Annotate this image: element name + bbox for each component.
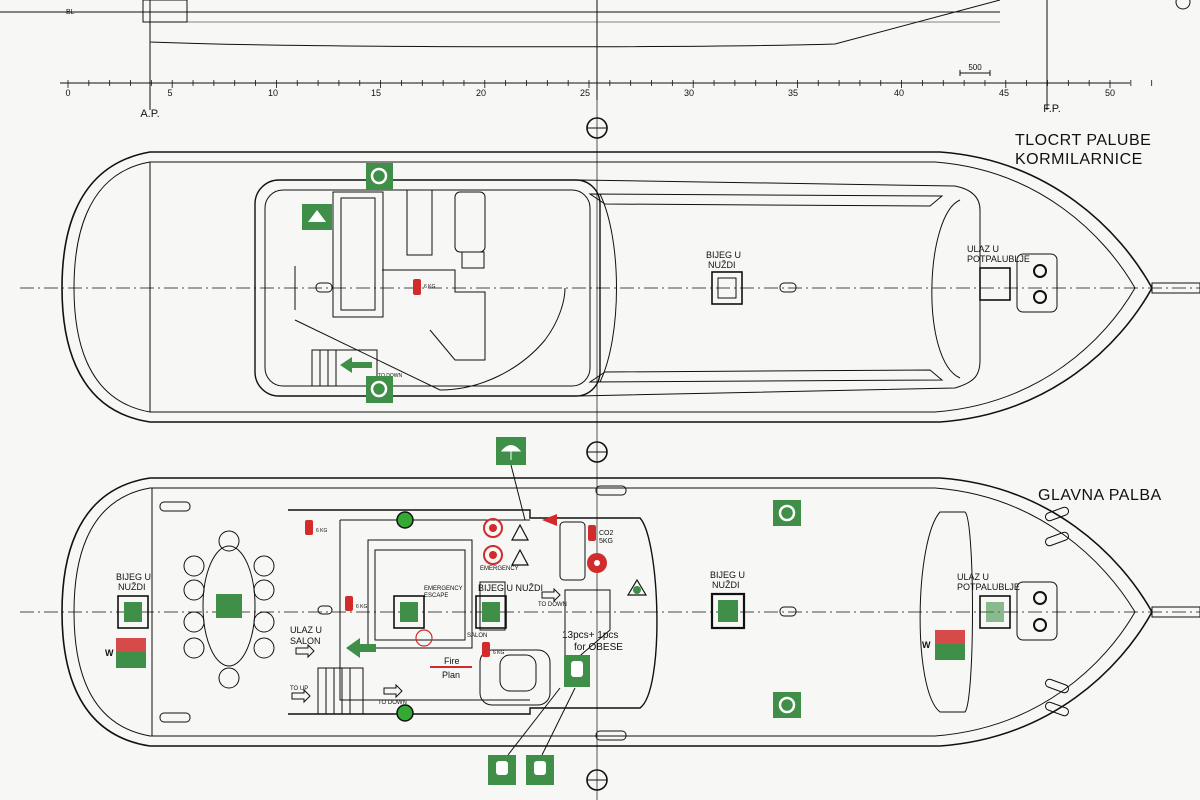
emergency-exit-sign-icon: W (105, 638, 146, 668)
wheelhouse-extinguisher-kg: 6 KG (424, 284, 436, 290)
fire-plan: Fire Plan (415, 629, 472, 680)
dim-label: 500 (968, 63, 982, 72)
wheelhouse-entry-label-line1: ULAZ U (967, 244, 999, 254)
lifejacket-sign-icon (564, 655, 590, 687)
ap-label: A.P. (140, 108, 159, 120)
main-deck-title: GLAVNA PALBA (1038, 487, 1162, 504)
lifebuoy-icon (396, 511, 414, 529)
bl-label: BL (66, 9, 75, 16)
assembly-point-icon (216, 594, 242, 618)
lifejacket-sign-icon (526, 755, 554, 785)
escape-fwd-label-line1: BIJEG U (710, 570, 745, 580)
fire-alarm-icon (483, 545, 503, 565)
extinguisher-kg-label: 6 KG (493, 650, 505, 656)
fire-alarm-icon (483, 518, 503, 538)
salon-label: SALON (467, 633, 487, 639)
section-mark-icon (586, 769, 608, 791)
escape-fwd-label-line2: NUŽDI (712, 580, 740, 590)
to-up-label: TO UP (290, 686, 308, 692)
lifejacket-sign-icon (488, 755, 516, 785)
co2-label-line1: CO2 (599, 530, 614, 537)
emergency-label: EMERGENCY (480, 566, 519, 572)
section-mark-icon (586, 117, 608, 139)
escape-hatch-icon (710, 592, 746, 630)
entry-fwd-label-line2: POTPALUBLJE (957, 582, 1020, 592)
arrow-right-icon (291, 688, 311, 704)
warning-triangle-icon (626, 578, 648, 596)
emergency-exit-sign-icon: W (922, 630, 965, 660)
wheelhouse-title-line2: KORMILARNICE (1015, 151, 1143, 168)
fire-extinguisher-icon: 6 KG (305, 520, 328, 535)
entry-hatch-icon (979, 267, 1011, 301)
to-down-label-1: TO DOWN (378, 700, 407, 706)
lifebuoy-icon (396, 704, 414, 722)
flag-icon (542, 514, 557, 526)
arrow-right-icon (295, 643, 315, 659)
section-mark-icon (586, 441, 608, 463)
tick-50: 50 (1105, 88, 1115, 98)
w-label: W (105, 648, 114, 658)
tick-10: 10 (268, 88, 278, 98)
emergency-escape-line1: EMERGENCY (424, 586, 463, 592)
midship-symbols (586, 100, 608, 800)
escape-aft-label-line2: NUŽDI (118, 582, 146, 592)
entry-fwd-label-line1: ULAZ U (957, 572, 989, 582)
escape-hatch-icon (393, 595, 425, 629)
fp-label: F.P. (1043, 103, 1061, 115)
wheelhouse-entry-label-line2: POTPALUBLJE (967, 254, 1030, 264)
emergency-escape-line2: ESCAPE (424, 593, 448, 599)
escape-hatch-icon (117, 595, 149, 629)
side-profile: BL (0, 0, 1191, 48)
salon-entry-line1: ULAZ U (290, 625, 322, 635)
wheelhouse-deck-plan: TLOCRT PALUBE KORMILARNICE TO DOWN BIJEG (20, 132, 1200, 423)
tick-45: 45 (999, 88, 1009, 98)
lifejacket-note-line2: for OBESE (574, 642, 623, 653)
co2-label-line2: 5KG (599, 538, 613, 545)
liferaft-sign-icon (302, 204, 332, 230)
w-label: W (922, 640, 931, 650)
tick-35: 35 (788, 88, 798, 98)
salon-entry-line2: SALON (290, 636, 321, 646)
fire-plan-line2: Plan (442, 670, 460, 680)
co2-extinguisher-icon: CO2 5KG (587, 525, 614, 573)
fire-plan-line1: Fire (444, 656, 460, 666)
fire-extinguisher-icon: 6 KG (482, 642, 505, 657)
arrow-right-icon (541, 587, 561, 603)
arrow-left-icon (340, 357, 372, 373)
wheelhouse-escape-label-line2: NUŽDI (708, 260, 736, 270)
wheelhouse-escape-label-line1: BIJEG U (706, 250, 741, 260)
arrow-left-icon (346, 638, 376, 658)
warning-triangle-icon (511, 548, 529, 566)
fire-extinguisher-icon: 6 KG (413, 279, 436, 295)
lifebuoy-sign-icon (366, 163, 393, 190)
frame-scale: 0 5 10 15 20 25 30 35 40 45 50 A.P. F.P.… (60, 0, 1153, 120)
escape-hatch-icon (711, 271, 743, 305)
fire-extinguisher-icon: 6 KG (345, 596, 368, 611)
to-down-label-2: TO DOWN (538, 602, 567, 608)
warning-triangle-icon (511, 523, 529, 541)
tick-20: 20 (476, 88, 486, 98)
main-deck-plan: GLAVNA PALBA (20, 437, 1200, 785)
tick-5: 5 (167, 88, 172, 98)
extinguisher-kg-label: 6 KG (356, 604, 368, 610)
tick-15: 15 (371, 88, 381, 98)
tick-40: 40 (894, 88, 904, 98)
tick-30: 30 (684, 88, 694, 98)
tick-25: 25 (580, 88, 590, 98)
arrow-right-icon (383, 683, 403, 699)
wheelhouse-title-line1: TLOCRT PALUBE (1015, 132, 1151, 149)
lifebuoy-sign-icon (366, 376, 393, 403)
escape-mid-label: BIJEG U NUŽDI (478, 583, 543, 593)
entry-hatch-icon (979, 595, 1011, 629)
extinguisher-kg-label: 6 KG (316, 528, 328, 534)
tick-0: 0 (65, 88, 70, 98)
lifebuoy-sign-icon (773, 692, 801, 718)
lifebuoy-sign-icon (773, 500, 801, 526)
dining-table (183, 530, 275, 689)
escape-aft-label-line1: BIJEG U (116, 572, 151, 582)
lifejacket-note-line1: 13pcs+ 1pcs (562, 630, 618, 641)
escape-hatch-icon (475, 595, 507, 629)
parachute-flare-sign-icon (496, 437, 526, 465)
